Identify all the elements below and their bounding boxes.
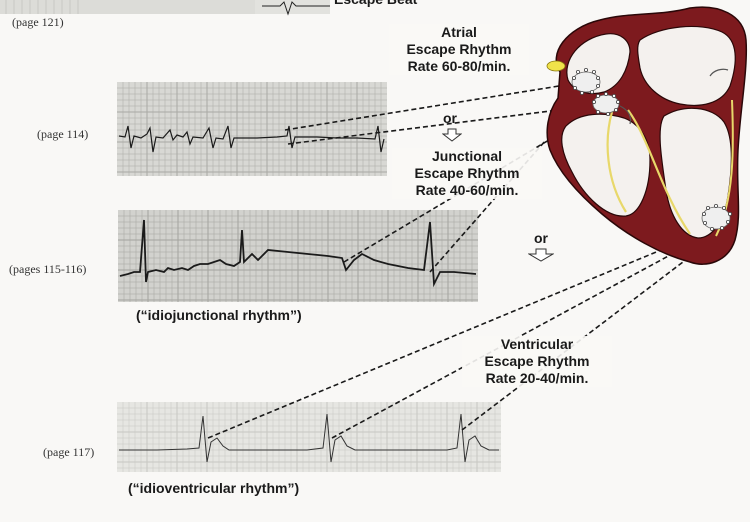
junctional-label-line1: Junctional [392, 148, 542, 165]
ventricular-label-line3: Rate 20-40/min. [462, 370, 612, 387]
atrial-label-line3: Rate 60-80/min. [389, 58, 529, 75]
sa-node [547, 61, 565, 71]
ventricular-label-line2: Escape Rhythm [462, 353, 612, 370]
connector-atrial-1 [285, 82, 584, 130]
junctional-label-line2: Escape Rhythm [392, 165, 542, 182]
atrial-label-line1: Atrial [389, 24, 529, 41]
ventricular-escape-label: Ventricular Escape Rhythm Rate 20-40/min… [462, 336, 612, 387]
atrial-escape-label: Atrial Escape Rhythm Rate 60-80/min. [389, 24, 529, 75]
atrial-label-line2: Escape Rhythm [389, 41, 529, 58]
connector-ventricular-1 [208, 238, 690, 438]
junctional-label-line3: Rate 40-60/min. [392, 182, 542, 199]
heart-ventricle-left [562, 114, 650, 216]
junctional-escape-label: Junctional Escape Rhythm Rate 40-60/min. [392, 148, 542, 199]
ventricular-label-line1: Ventricular [462, 336, 612, 353]
